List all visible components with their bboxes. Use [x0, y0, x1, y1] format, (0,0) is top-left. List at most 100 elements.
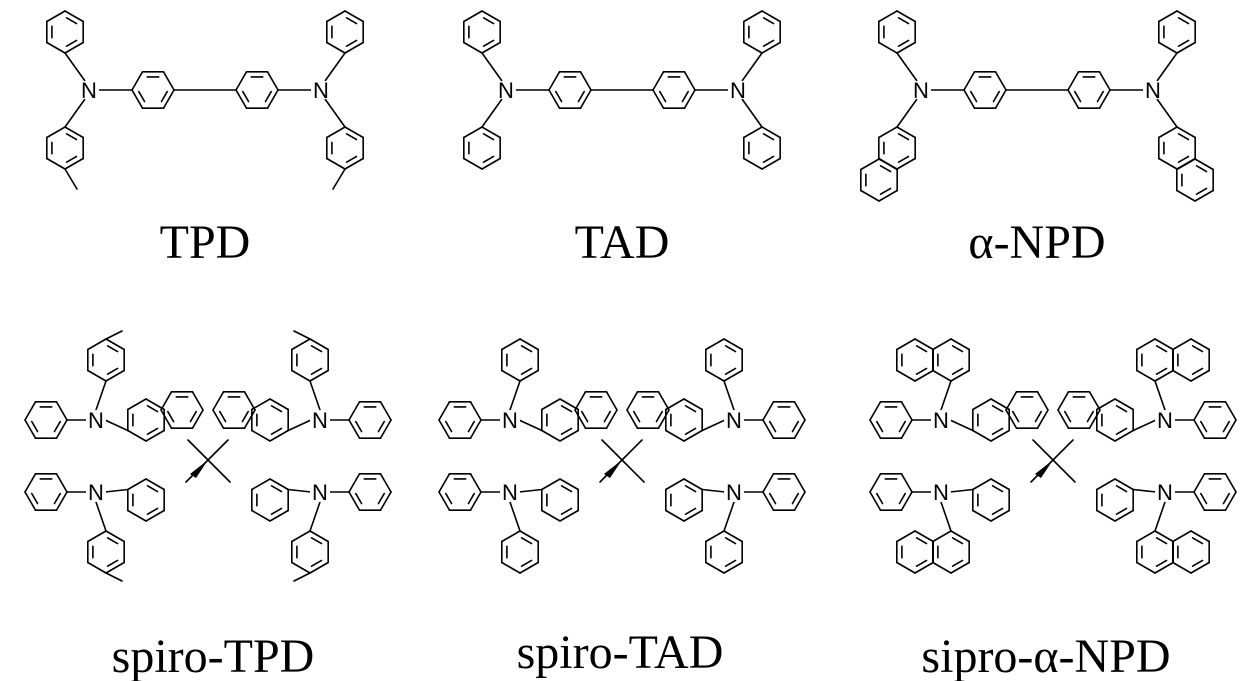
bond [1032, 439, 1054, 461]
bond [65, 16, 78, 25]
bond [105, 530, 125, 543]
bond [1177, 132, 1190, 141]
bond [560, 507, 573, 516]
bond [1096, 478, 1116, 491]
bond [191, 391, 204, 411]
bond [932, 530, 952, 543]
naphthyl-fused-ring [860, 158, 898, 202]
bond [932, 561, 952, 574]
bond [105, 338, 125, 351]
bond [743, 126, 763, 139]
bond [105, 330, 123, 340]
bond [914, 369, 934, 382]
bond [332, 168, 346, 190]
bond [481, 157, 501, 170]
atom-background [1155, 410, 1175, 430]
bond [1098, 89, 1111, 109]
phenyl-ring [87, 530, 125, 574]
bond [574, 391, 587, 411]
bond [793, 401, 806, 421]
bond [1052, 459, 1076, 483]
bond [24, 419, 37, 439]
bond [348, 401, 361, 421]
phenyl-ring [348, 401, 392, 439]
bond [896, 369, 916, 382]
bond [482, 39, 495, 48]
phenyl-ring [705, 338, 743, 382]
bond [768, 492, 777, 505]
bond [243, 409, 256, 429]
bond [761, 41, 781, 54]
bond [723, 530, 743, 543]
fluorene-ring [665, 398, 703, 442]
bond [900, 491, 913, 511]
bond [621, 459, 645, 483]
bond [309, 369, 329, 382]
bond [559, 478, 579, 491]
bond [951, 367, 964, 376]
biphenyl-ring-left [548, 71, 592, 109]
bond [869, 491, 882, 511]
bond [860, 158, 880, 171]
bond [915, 367, 928, 376]
bond [1115, 427, 1128, 436]
bond [519, 561, 539, 574]
naphthyl-fused-ring [896, 530, 934, 574]
nitrogen-atom: N [911, 78, 931, 103]
bond [1222, 492, 1231, 505]
bond [482, 132, 495, 141]
phenyl-ring [326, 10, 364, 54]
bond [1172, 530, 1192, 543]
bond [310, 536, 323, 545]
bond [684, 507, 697, 516]
bond [501, 530, 521, 543]
bond [762, 132, 775, 141]
bond [723, 338, 743, 351]
bond [1005, 409, 1018, 429]
bond [701, 419, 726, 432]
bond [146, 427, 159, 436]
bond [243, 391, 256, 411]
bond [160, 391, 173, 411]
phenyl-ring [1193, 401, 1237, 439]
bond [972, 429, 992, 442]
bond [106, 559, 119, 568]
bond [251, 429, 271, 442]
bond [310, 559, 323, 568]
bond [896, 10, 916, 23]
bond [621, 439, 643, 461]
bond [992, 90, 1001, 103]
biphenyl-ring-right [652, 71, 696, 109]
bond [940, 501, 952, 532]
bond [463, 157, 483, 170]
atom-label-n: N [933, 408, 949, 433]
bond [1222, 420, 1231, 433]
bond [951, 344, 964, 353]
bond [348, 419, 361, 439]
bond [896, 126, 916, 139]
bond [269, 509, 289, 522]
bond [241, 90, 250, 103]
bond [1224, 491, 1237, 511]
bond [106, 536, 119, 545]
bond [270, 507, 283, 516]
bond [344, 41, 364, 54]
bond [467, 420, 476, 433]
bond [951, 559, 964, 568]
bond [310, 367, 323, 376]
bond [900, 473, 913, 493]
atom-background [496, 80, 516, 100]
bond [1114, 509, 1134, 522]
bond [1036, 409, 1049, 429]
bond [972, 478, 992, 491]
bond [160, 409, 173, 429]
bond [270, 427, 283, 436]
phenyl-ring [762, 401, 806, 439]
phenyl-ring [438, 473, 482, 511]
bond [64, 126, 84, 139]
bond [64, 98, 86, 128]
bond [105, 369, 125, 382]
nitrogen-atom: N [931, 408, 951, 433]
